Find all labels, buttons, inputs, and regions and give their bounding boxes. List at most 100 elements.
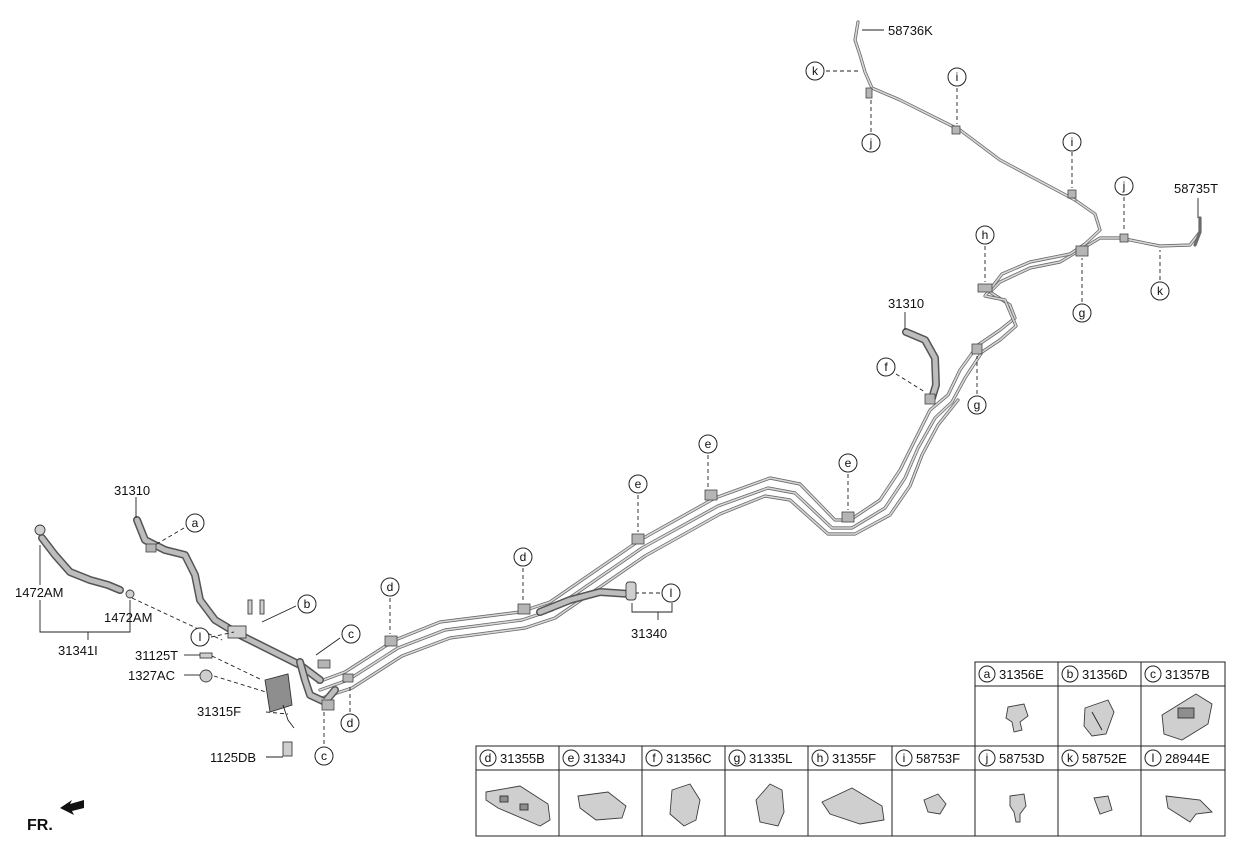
callout-j-2: j: [1114, 176, 1134, 196]
hose-clamp-small: [125, 589, 135, 599]
callout-e-1: e: [628, 474, 648, 494]
clip-58753D-image: [1009, 793, 1027, 823]
clip-h: [977, 283, 993, 293]
svg-text:e: e: [635, 477, 642, 491]
callout-g-upper: g: [1072, 303, 1092, 323]
legend-part-number: 58753F: [916, 751, 960, 766]
clip-j-1: [865, 87, 873, 99]
svg-text:a: a: [192, 516, 199, 530]
callout-l-1: l: [190, 627, 210, 647]
clip-e-1: [631, 533, 645, 545]
clip-d-3: [517, 603, 531, 615]
bolt-small: [199, 652, 213, 659]
svg-text:f: f: [884, 360, 888, 374]
label-1327AC: 1327AC: [128, 668, 175, 683]
legend-letter: c: [1150, 667, 1156, 681]
clip-d-2: [342, 673, 354, 683]
callout-c-upper: c: [341, 624, 361, 644]
legend-letter: i: [903, 751, 906, 765]
svg-text:l: l: [199, 630, 202, 644]
clip-f: [924, 393, 936, 405]
svg-text:l: l: [670, 586, 673, 600]
part-number-labels: 58736K 58735T 31310 31310 1472AM 1472AM …: [15, 23, 1218, 765]
callout-i-1: i: [947, 67, 967, 87]
legend-letter: g: [734, 751, 741, 765]
clip-31334J-image: [577, 791, 627, 821]
grommet: [199, 669, 213, 683]
legend-part-number: 31335L: [749, 751, 792, 766]
legend-letter: f: [652, 751, 656, 765]
callout-f: f: [876, 357, 896, 377]
legend-letter: h: [817, 751, 824, 765]
svg-text:g: g: [974, 398, 981, 412]
legend-letter-circle: [978, 749, 996, 767]
front-direction-indicator: FR.: [27, 800, 84, 834]
clip-58753F-image: [923, 793, 947, 815]
callout-e-2: e: [698, 434, 718, 454]
sensor-lead: [247, 599, 253, 615]
callout-e-3: e: [838, 453, 858, 473]
legend-part-number: 31334J: [583, 751, 626, 766]
svg-text:c: c: [321, 749, 327, 763]
legend-part-number: 58753D: [999, 751, 1045, 766]
legend-letter-circle: [811, 749, 829, 767]
clip-i-1: [951, 125, 961, 135]
clip-g-lower: [971, 343, 983, 355]
svg-text:d: d: [347, 716, 354, 730]
legend-part-number: 31356C: [666, 751, 712, 766]
label-1125DB: 1125DB: [210, 750, 256, 765]
clip-31356D-image: [1083, 699, 1115, 737]
legend-letter-circle: [1061, 749, 1079, 767]
clip-31356E-image: [1005, 703, 1029, 733]
legend-thumbnails: [485, 693, 1213, 827]
svg-text:i: i: [1071, 135, 1074, 149]
callout-d-3: d: [513, 547, 533, 567]
clip-j-2: [1119, 233, 1129, 243]
legend-letter-circle: [1061, 665, 1079, 683]
legend-letter-circle: [728, 749, 746, 767]
clip-58752E-image: [1093, 795, 1113, 815]
label-31340: 31340: [631, 626, 667, 641]
legend-letter: a: [984, 667, 991, 681]
legend-cell-g: g 31335L: [728, 749, 792, 767]
callout-a: a: [185, 513, 205, 533]
legend-letter-circle: [479, 749, 497, 767]
legend-part-number: 31355B: [500, 751, 545, 766]
clip-e-2: [704, 489, 718, 501]
legend-letter: d: [485, 751, 492, 765]
fuel-line-assembly: [34, 20, 1202, 757]
label-31125T: 31125T: [135, 648, 178, 663]
callout-i-2: i: [1062, 132, 1082, 152]
label-58735T: 58735T: [1174, 181, 1218, 196]
label-1472AM-a: 1472AM: [15, 585, 63, 600]
legend-part-number: 28944E: [1165, 751, 1210, 766]
front-arrow-icon: [60, 800, 84, 815]
legend-cell-d: d 31355B: [479, 749, 545, 767]
callout-j-1: j: [861, 133, 881, 153]
callout-k-1: k: [805, 61, 825, 81]
legend-part-number: 31356E: [999, 667, 1044, 682]
connector-28944E-image: [1165, 795, 1213, 823]
clip-c-lower: [321, 699, 335, 711]
clip-i-2: [1067, 189, 1077, 199]
clip-c-upper: [317, 659, 331, 669]
svg-text:i: i: [956, 70, 959, 84]
legend-cell-f: f 31356C: [645, 749, 712, 767]
clip-31356C-image: [669, 783, 701, 827]
svg-text:k: k: [1157, 284, 1164, 298]
callout-l-2: l: [661, 583, 681, 603]
clip-a: [145, 543, 157, 553]
legend-letter-circle: [978, 665, 996, 683]
hose-end-fitting: [625, 581, 637, 601]
clip-d-1: [384, 635, 398, 647]
callout-d-2: d: [340, 713, 360, 733]
sensor-lead-2: [259, 599, 265, 615]
label-1472AM-b: 1472AM: [104, 610, 152, 625]
